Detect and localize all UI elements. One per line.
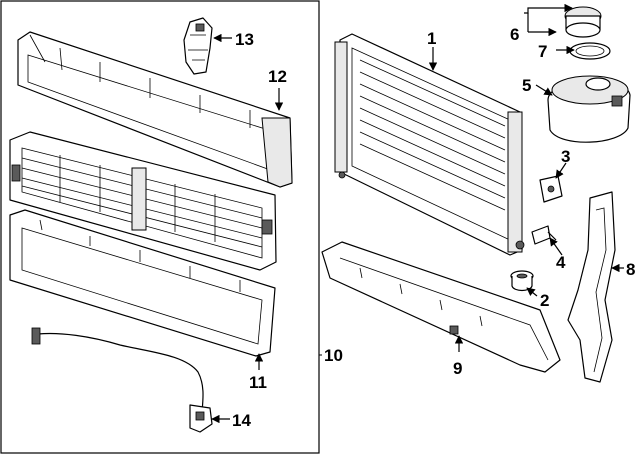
callout-7: 7 [538,42,547,61]
coolant-reservoir [547,75,631,143]
leader-lines [211,3,624,424]
callout-14: 14 [232,411,251,430]
callout-10: 10 [324,346,343,365]
callout-8: 8 [626,260,635,279]
callout-6: 6 [510,25,519,44]
group-frame [0,0,320,454]
cap-seal [569,42,611,60]
callout-4: 4 [556,253,566,272]
upper-grille-frame [17,31,293,188]
radiator [334,33,525,256]
mount-bracket [539,175,563,203]
wiring-harness [31,327,213,433]
callout-9: 9 [453,359,462,378]
callout-3: 3 [561,147,570,166]
callout-1: 1 [427,29,436,48]
grommet [510,270,534,292]
callout-2: 2 [540,291,549,310]
lower-air-deflector [321,241,561,373]
bolt [531,225,557,245]
reservoir-cap [564,6,602,38]
lower-grille-frame [9,209,276,357]
grille-shutter-assembly [9,131,277,271]
callout-13: 13 [235,30,254,49]
callout-11: 11 [249,373,267,392]
callout-12: 12 [268,67,287,86]
callout-5: 5 [522,76,531,95]
side-air-deflector [567,191,616,383]
sensor-bracket [183,17,213,75]
